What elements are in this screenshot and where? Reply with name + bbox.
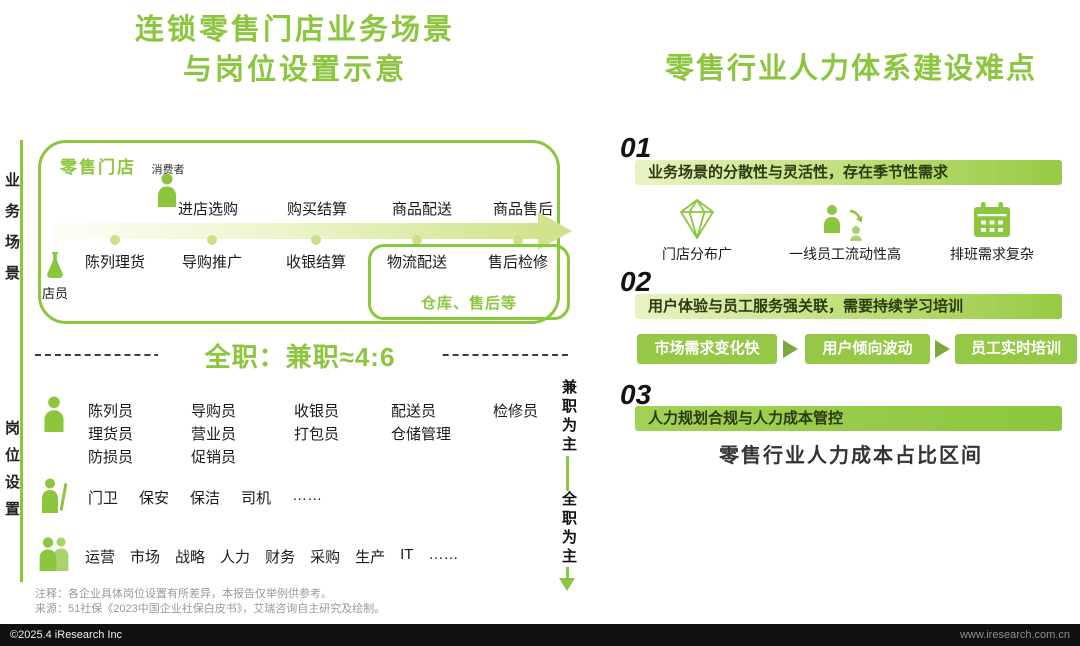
right-arrow-icon (935, 340, 950, 358)
headquarters-staff-icon (36, 535, 74, 571)
position-item: 市场 (130, 549, 161, 566)
process-arrow-head (538, 212, 572, 250)
position-item: 收银员 (294, 403, 340, 420)
support-staff-icon (39, 477, 69, 513)
down-arrow-icon (559, 578, 575, 591)
consumer-step: 购买结算 (286, 201, 347, 218)
process-arrow-body (52, 223, 538, 239)
position-item: 保安 (139, 490, 170, 507)
position-item: 司机 (241, 490, 272, 507)
cost-range-subtitle: 零售行业人力成本占比区间 (719, 445, 983, 467)
flow-node-dot (412, 235, 422, 245)
position-item: 防损员 (88, 449, 134, 466)
staff-step: 收银结算 (285, 254, 346, 271)
position-item: 财务 (265, 549, 296, 566)
axis-label-business-scene: 业务场景 (3, 172, 20, 296)
staff-step: 导购推广 (181, 254, 242, 271)
footer-copyright: ©2025.4 iResearch Inc (10, 629, 123, 641)
staff-step: 物流配送 (386, 254, 447, 271)
right-arrow-icon (783, 340, 798, 358)
headquarters-positions-row: 运营 市场 战略 人力 财务 采购 生产 IT …… (85, 546, 458, 567)
section-number-02: 02 (620, 266, 652, 297)
difficulty-icon-label: 排班需求复杂 (950, 246, 1034, 262)
flow-node-dot (513, 235, 523, 245)
position-item: 检修员 (493, 403, 539, 420)
position-item: …… (428, 546, 459, 563)
section-number-03: 03 (620, 379, 652, 410)
flow-node-dot (311, 235, 321, 245)
consumer-icon (155, 173, 179, 207)
clerk-label: 店员 (41, 286, 68, 301)
position-item: IT (400, 546, 414, 563)
flow-step-box: 市场需求变化快 (637, 334, 777, 364)
position-item: 陈列员 (88, 403, 134, 420)
position-item: 运营 (85, 549, 116, 566)
flow-node-dot (110, 235, 120, 245)
position-item: 门卫 (88, 490, 119, 507)
flow-step-box: 用户倾向波动 (805, 334, 930, 364)
difficulty-icon-label: 门店分布广 (662, 246, 732, 262)
left-title-line1: 连锁零售门店业务场景 (134, 14, 455, 46)
footnote-disclaimer: 注释：各企业具体岗位设置有所差异，本报告仅举例供参考。 (35, 588, 332, 600)
staff-step: 售后检修 (487, 254, 548, 271)
warehouse-aftersale-box (368, 244, 570, 320)
position-item: 导购员 (191, 403, 237, 420)
position-item: 配送员 (391, 403, 437, 420)
flow-node-dot (207, 235, 217, 245)
position-item: 采购 (310, 549, 341, 566)
staff-turnover-icon (818, 201, 870, 241)
consumer-label: 消费者 (151, 164, 185, 176)
footer-website: www.iresearch.com.cn (959, 629, 1070, 641)
support-positions-row: 门卫 保安 保洁 司机 …… (88, 487, 322, 508)
consumer-step: 商品配送 (391, 201, 452, 218)
section-heading-bar-01: 业务场景的分散性与灵活性，存在季节性需求 (635, 160, 1062, 185)
consumer-step: 进店选购 (177, 201, 238, 218)
section-number-01: 01 (620, 132, 652, 163)
frontline-staff-icon (40, 396, 68, 432)
staff-step: 陈列理货 (84, 254, 145, 271)
axis-label-position-setup: 岗位设置 (3, 420, 20, 528)
clerk-flask-icon (44, 251, 66, 280)
footnote-source: 来源：51社保《2023中国企业社保白皮书》，艾瑞咨询自主研究及绘制。 (35, 603, 386, 615)
position-item: 打包员 (294, 426, 340, 443)
store-distribution-icon (676, 197, 718, 241)
consumer-step: 商品售后 (492, 201, 553, 218)
position-item: 营业员 (191, 426, 237, 443)
footer-bar: ©2025.4 iResearch Inc www.iresearch.com.… (0, 624, 1080, 646)
shift-schedule-icon (972, 201, 1012, 239)
section-heading-bar-02: 用户体验与员工服务强关联，需要持续学习培训 (635, 294, 1062, 319)
left-title-line2: 与岗位设置示意 (182, 54, 407, 86)
position-item: 战略 (175, 549, 206, 566)
store-box-title: 零售门店 (60, 158, 136, 177)
position-item: …… (292, 487, 323, 504)
difficulty-icon-label: 一线员工流动性高 (789, 246, 901, 262)
warehouse-label: 仓库、售后等 (420, 295, 517, 312)
position-item: 生产 (355, 549, 386, 566)
left-axis-line (20, 140, 23, 582)
flow-step-box: 员工实时培训 (955, 334, 1077, 364)
fulltime-parttime-ratio: 全职：兼职≈4:6 (158, 337, 442, 374)
fulltime-label: 全职为主 (557, 491, 579, 567)
right-title: 零售行业人力体系建设难点 (664, 53, 1037, 85)
position-item: 促销员 (191, 449, 237, 466)
section-heading-bar-03: 人力规划合规与人力成本管控 (635, 406, 1062, 431)
parttime-label: 兼职为主 (560, 379, 577, 455)
position-item: 人力 (220, 549, 251, 566)
position-item: 保洁 (190, 490, 221, 507)
position-item: 仓储管理 (391, 426, 452, 443)
position-item: 理货员 (88, 426, 134, 443)
